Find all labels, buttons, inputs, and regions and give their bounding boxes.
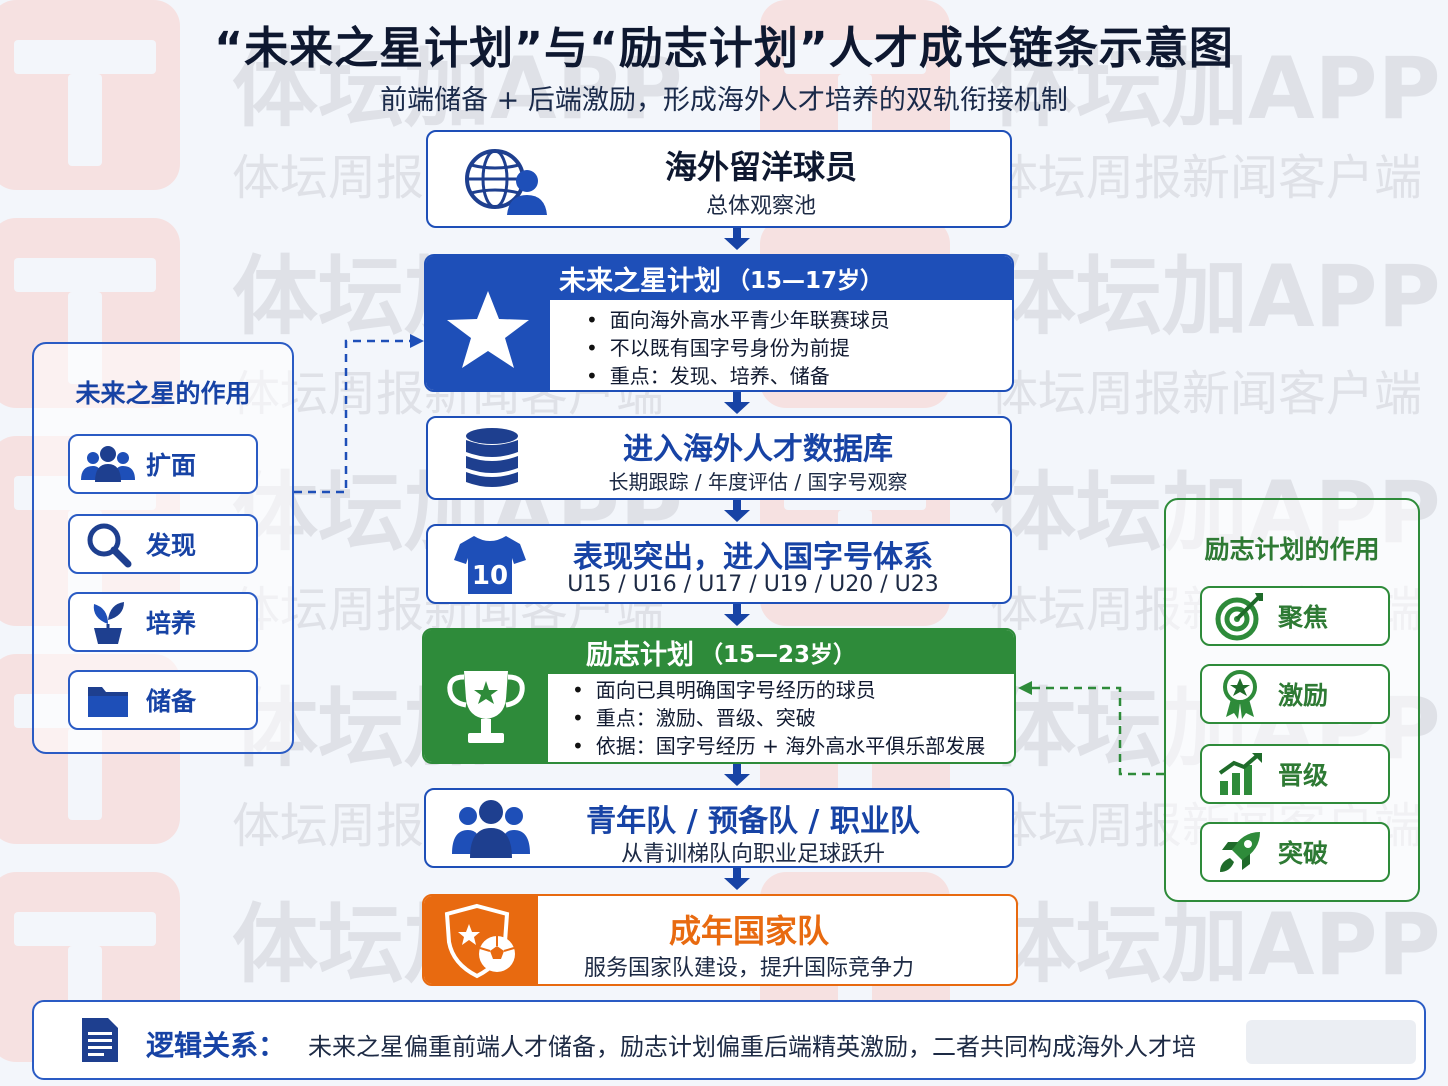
database-icon <box>452 424 532 494</box>
right-panel-title: 励志计划的作用 <box>1204 535 1380 564</box>
flow-subtitle: U15 / U16 / U17 / U19 / U20 / U23 <box>567 572 939 597</box>
flow-arrow-head <box>724 774 750 786</box>
flow-title: 表现突出，进入国字号体系 <box>573 540 933 575</box>
bullet-item: 面向已具明确国字号经历的球员 <box>572 676 985 704</box>
flow-box-overseas-players: 海外留洋球员 总体观察池 <box>426 130 1012 228</box>
role-label: 突破 <box>1278 839 1329 868</box>
footer-text: 未来之星偏重前端人才储备，励志计划偏重后端精英激励，二者共同构成海外人才培 <box>308 1033 1196 1061</box>
flow-subtitle: 从青训梯队向职业足球跃升 <box>620 842 885 867</box>
page-subtitle: 前端储备 + 后端激励，形成海外人才培养的双轨衔接机制 <box>380 85 1068 116</box>
role-label: 发现 <box>146 531 197 560</box>
sprout-icon <box>70 598 146 646</box>
trophy-icon <box>436 660 536 756</box>
flow-arrow-head <box>724 614 750 626</box>
plan-title: 励志计划 <box>585 639 694 671</box>
flow-box-database: 进入海外人才数据库 长期跟踪 / 年度评估 / 国字号观察 <box>426 416 1012 500</box>
target-icon <box>1202 591 1278 641</box>
flow-arrow <box>733 604 741 616</box>
role-item-cultivate: 培养 <box>68 592 258 652</box>
folder-icon <box>70 681 146 719</box>
bullet-item: 重点：发现、培养、储备 <box>586 362 890 390</box>
role-label: 储备 <box>146 687 197 716</box>
footer-watermark-overlay <box>1246 1020 1416 1064</box>
plan-age: （15—17岁） <box>726 268 883 294</box>
flow-box-national-team: 成年国家队 服务国家队建设，提升国际竞争力 <box>422 894 1018 986</box>
rocket-icon <box>1202 828 1278 876</box>
plan-header: 励志计划 （15—23岁） <box>424 630 1014 674</box>
flow-arrow <box>733 228 741 240</box>
growth-chart-icon <box>1202 751 1278 797</box>
jersey-icon: 10 <box>448 530 532 600</box>
flow-box-future-stars-plan: 未来之星计划 （15—17岁） 面向海外高水平青少年联赛球员 不以既有国字号身份… <box>424 254 1014 392</box>
flow-box-teams: 青年队 / 预备队 / 职业队 从青训梯队向职业足球跃升 <box>424 788 1014 868</box>
flow-arrow <box>733 868 741 880</box>
flow-title: 青年队 / 预备队 / 职业队 <box>586 804 920 839</box>
star-icon <box>438 280 538 380</box>
medal-icon <box>1202 669 1278 719</box>
flow-arrow <box>733 392 741 404</box>
flow-title: 成年国家队 <box>668 912 829 950</box>
flow-subtitle: 长期跟踪 / 年度评估 / 国字号观察 <box>608 470 908 494</box>
role-item-expand: 扩面 <box>68 434 258 494</box>
plan-age: （15—23岁） <box>699 642 856 668</box>
role-label: 聚焦 <box>1278 603 1329 632</box>
role-item-breakthrough: 突破 <box>1200 822 1390 882</box>
bullet-item: 面向海外高水平青少年联赛球员 <box>586 306 890 334</box>
flow-arrow-head <box>724 238 750 250</box>
flow-arrow-head <box>724 402 750 414</box>
bullet-item: 重点：激励、晋级、突破 <box>572 704 985 732</box>
magnifier-icon <box>70 520 146 568</box>
document-icon <box>80 1016 120 1064</box>
group-icon <box>70 444 146 484</box>
role-label: 晋级 <box>1278 761 1329 790</box>
left-role-panel: 未来之星的作用 扩面 发现 <box>32 342 294 754</box>
role-item-discover: 发现 <box>68 514 258 574</box>
role-item-focus: 聚焦 <box>1200 586 1390 646</box>
flow-arrow <box>733 764 741 776</box>
role-label: 培养 <box>146 609 197 638</box>
flow-subtitle: 服务国家队建设，提升国际竞争力 <box>583 956 914 981</box>
role-item-reserve: 储备 <box>68 670 258 730</box>
right-role-panel: 励志计划的作用 聚焦 激励 <box>1164 498 1420 902</box>
role-label: 扩面 <box>146 451 197 480</box>
globe-person-icon <box>458 142 554 218</box>
flow-title: 海外留洋球员 <box>664 148 857 186</box>
team-icon <box>446 794 536 864</box>
role-item-promote: 晋级 <box>1200 744 1390 804</box>
flow-arrow <box>733 500 741 512</box>
bullet-item: 依据：国字号经历 + 海外高水平俱乐部发展 <box>572 732 985 760</box>
bullet-item: 不以既有国字号身份为前提 <box>586 334 890 362</box>
role-item-motivate: 激励 <box>1200 664 1390 724</box>
logic-footer: 逻辑关系： 未来之星偏重前端人才储备，励志计划偏重后端精英激励，二者共同构成海外… <box>32 1000 1426 1080</box>
plan-bullets: 面向已具明确国字号经历的球员 重点：激励、晋级、突破 依据：国字号经历 + 海外… <box>572 676 985 760</box>
role-label: 激励 <box>1278 681 1329 710</box>
jersey-number: 10 <box>472 561 508 591</box>
page-title: “未来之星计划”与“励志计划”人才成长链条示意图 <box>214 23 1234 74</box>
plan-title: 未来之星计划 <box>558 265 721 297</box>
flow-box-national-system: 10 表现突出，进入国字号体系 U15 / U16 / U17 / U19 / … <box>426 524 1012 604</box>
shield-panel <box>424 896 538 984</box>
flow-arrow-head <box>724 510 750 522</box>
flow-subtitle: 总体观察池 <box>705 194 816 219</box>
flow-arrow-head <box>724 878 750 890</box>
shield-ball-icon <box>430 900 534 982</box>
footer-label: 逻辑关系： <box>146 1029 287 1062</box>
left-panel-title: 未来之星的作用 <box>75 379 251 408</box>
plan-bullets: 面向海外高水平青少年联赛球员 不以既有国字号身份为前提 重点：发现、培养、储备 <box>586 306 890 390</box>
flow-box-inspire-plan: 励志计划 （15—23岁） 面向已具明确国字号经历的球员 重点：激励、晋级、突破… <box>422 628 1016 764</box>
flow-title: 进入海外人才数据库 <box>623 432 893 467</box>
